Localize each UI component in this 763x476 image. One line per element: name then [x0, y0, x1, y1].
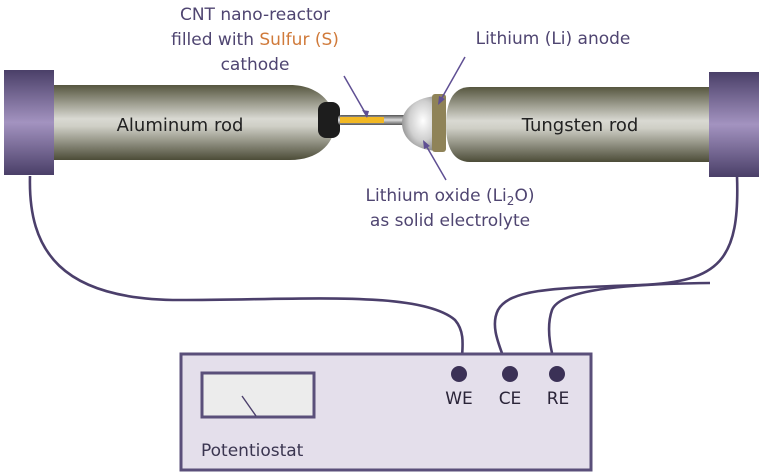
anode-label: Lithium (Li) anode — [476, 29, 631, 49]
oxide-suffix: O) — [514, 186, 534, 206]
oxide-pointer-arrow — [423, 140, 430, 149]
oxide-pointer — [423, 141, 447, 181]
anode-pointer-arrow — [438, 96, 445, 105]
terminal-we[interactable] — [451, 366, 467, 382]
meter-display — [200, 371, 316, 419]
wire-ce — [493, 175, 739, 373]
wires — [28, 175, 739, 373]
oxide-label-line1: Lithium oxide (Li2O) — [366, 186, 535, 208]
right-clamp — [709, 72, 759, 177]
terminal-re-label: RE — [547, 389, 570, 409]
terminal-ce[interactable] — [502, 366, 518, 382]
cnt-pointer-arrow — [362, 110, 369, 118]
cnt-label-line3: cathode — [221, 55, 290, 75]
tungsten-rod-label: Tungsten rod — [521, 115, 639, 136]
cnt-label-line2: filled with Sulfur (S) — [171, 30, 339, 50]
cnt-pointer — [343, 75, 368, 117]
sulfur-fill — [340, 117, 384, 123]
cnt-label-line1: CNT nano-reactor — [180, 5, 330, 25]
oxide-prefix: Lithium oxide (Li — [366, 186, 507, 206]
wire-we — [28, 175, 464, 373]
oxide-subscript: 2 — [507, 194, 515, 208]
anode-pointer — [438, 56, 466, 104]
left-clamp — [4, 70, 54, 175]
oxide-label-line2: as solid electrolyte — [370, 211, 530, 231]
terminal-we-label: WE — [445, 389, 473, 409]
terminal-re[interactable] — [549, 366, 565, 382]
sulfur-highlight: Sulfur (S) — [259, 30, 339, 50]
aluminum-rod-label: Aluminum rod — [117, 115, 244, 136]
lithium-anode-band — [432, 94, 446, 152]
tungsten-rod — [446, 87, 710, 162]
cnt-label-prefix: filled with — [171, 30, 259, 50]
meter-needle — [241, 395, 257, 417]
wire-re — [547, 281, 711, 373]
aluminum-rod — [54, 85, 335, 160]
lithium-oxide-dome — [402, 96, 440, 151]
terminal-ce-label: CE — [499, 389, 522, 409]
cnt-holder — [318, 102, 340, 138]
potentiostat-label: Potentiostat — [201, 441, 304, 461]
